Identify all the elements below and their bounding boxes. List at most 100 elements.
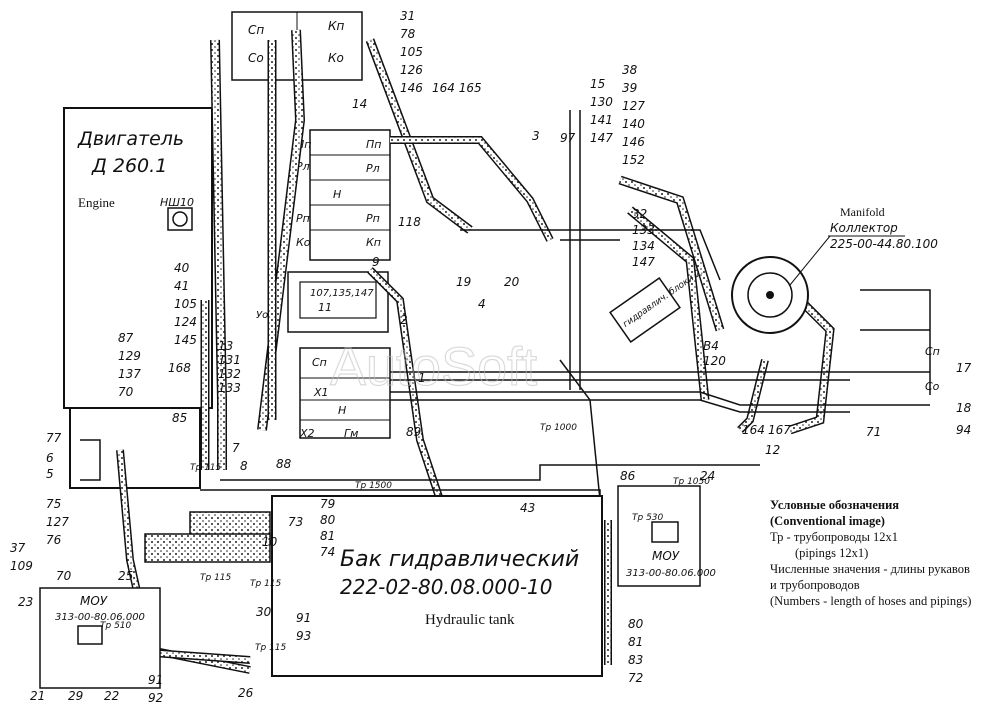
pipe-tp115-c: Тр 115 bbox=[250, 579, 282, 589]
pipe-labels: Тр 1500 Тр 1050 Тр 1000 Тр 530 Тр 115 Тр… bbox=[100, 423, 710, 653]
port-yo: Уо bbox=[256, 310, 268, 321]
callout-73: 73 bbox=[288, 515, 303, 529]
pipe-tp510: Тр 510 bbox=[100, 621, 132, 631]
callout-b4: В4 bbox=[703, 339, 719, 353]
right-outlets: Сп Со bbox=[925, 345, 940, 393]
callout-20: 20 bbox=[504, 275, 520, 289]
callout-132: 132 bbox=[218, 367, 241, 381]
callout-147: 147 bbox=[590, 131, 613, 145]
callout-167: 167 bbox=[768, 423, 791, 437]
callout-168: 168 bbox=[168, 361, 191, 375]
callout-86: 86 bbox=[620, 469, 636, 483]
callout-127b: 127 bbox=[46, 515, 69, 529]
callout-85: 85 bbox=[172, 411, 187, 425]
callouts: 31 78 105 126 146 164 165 14 3 15 130 14… bbox=[10, 9, 972, 705]
callout-134: 134 bbox=[632, 239, 655, 253]
callout-77: 77 bbox=[46, 431, 62, 445]
pipes bbox=[200, 110, 931, 501]
callout-105b: 105 bbox=[174, 297, 197, 311]
legend-line-3: Численные значения - длины рукавов bbox=[770, 562, 970, 576]
callout-145: 145 bbox=[174, 333, 197, 347]
callout-152: 152 bbox=[622, 153, 645, 167]
engine-model: Д 260.1 bbox=[91, 155, 167, 177]
tank-title-en: Hydraulic tank bbox=[425, 612, 515, 628]
callout-127: 127 bbox=[622, 99, 645, 113]
pipe-tp1500: Тр 1500 bbox=[355, 481, 392, 491]
callout-109: 109 bbox=[10, 559, 33, 573]
port-co-top: Со bbox=[248, 51, 264, 65]
callout-79: 79 bbox=[320, 497, 335, 511]
legend-title-en: (Conventional image) bbox=[770, 514, 885, 528]
callout-93: 93 bbox=[296, 629, 311, 643]
callout-164-165: 164 165 bbox=[432, 81, 482, 95]
port-h1: Н bbox=[333, 188, 341, 201]
callout-14: 14 bbox=[352, 97, 367, 111]
manifold-title-en: Manifold bbox=[840, 205, 885, 219]
callout-133: 133 bbox=[632, 223, 655, 237]
port-cp-right: Сп bbox=[925, 345, 940, 358]
callout-11: 11 bbox=[318, 301, 332, 314]
port-ko-top: Ко bbox=[328, 51, 344, 65]
callout-140: 140 bbox=[622, 117, 645, 131]
port-ko: Ко bbox=[296, 236, 311, 249]
top-valve-block: Сп Со Кп Ко bbox=[231, 11, 363, 81]
callout-78: 78 bbox=[400, 27, 416, 41]
manifold-code: 225-00-44.80.100 bbox=[830, 237, 938, 251]
callout-17: 17 bbox=[956, 361, 972, 375]
port-co-right: Со bbox=[925, 380, 940, 393]
pipe-tp530: Тр 530 bbox=[632, 513, 664, 523]
port-x1: Х1 bbox=[313, 386, 329, 399]
callout-141: 141 bbox=[590, 113, 613, 127]
engine-block: Двигатель Д 260.1 Engine НШ10 bbox=[63, 107, 213, 489]
callout-91: 91 bbox=[148, 673, 163, 687]
port-pl-right: Рл bbox=[366, 162, 380, 175]
engine-title-ru: Двигатель bbox=[77, 128, 184, 150]
callout-147b: 147 bbox=[632, 255, 655, 269]
callout-43: 43 bbox=[520, 501, 535, 515]
port-x2: Х2 bbox=[299, 427, 315, 440]
callout-4: 4 bbox=[478, 297, 486, 311]
moy-right: МОУ 313-00-80.06.000 bbox=[617, 485, 716, 587]
callout-70: 70 bbox=[118, 385, 134, 399]
port-kp-top: Кп bbox=[328, 19, 345, 33]
callout-105: 105 bbox=[400, 45, 423, 59]
callout-70b: 70 bbox=[56, 569, 72, 583]
callout-10: 10 bbox=[262, 535, 278, 549]
legend-line-1: Тр - трубопроводы 12х1 bbox=[770, 530, 898, 544]
callout-118: 118 bbox=[398, 215, 421, 229]
callout-2: 2 bbox=[400, 313, 408, 327]
port-kn-right: Кп bbox=[366, 236, 381, 249]
port-cp-mid: Сп bbox=[312, 356, 327, 369]
moy-right-code: 313-00-80.06.000 bbox=[626, 568, 716, 579]
hydraulic-tank: Бак гидравлический 222-02-80.08.000-10 H… bbox=[144, 495, 603, 677]
callout-41: 41 bbox=[174, 279, 189, 293]
callout-107: 107,135,147 bbox=[310, 288, 374, 299]
moy-left-code: 313-00-80.06.000 bbox=[55, 612, 145, 623]
watermark: AutoSoft bbox=[330, 337, 537, 397]
callout-26: 26 bbox=[238, 686, 254, 700]
callout-72: 72 bbox=[628, 671, 643, 685]
callout-6: 6 bbox=[46, 451, 54, 465]
distributor-block: Пп Рл Н Рп Ко Пп Рл Рп Кп 107,135,147 11… bbox=[256, 129, 391, 440]
callout-74: 74 bbox=[320, 545, 335, 559]
hoses bbox=[116, 29, 835, 674]
callout-88: 88 bbox=[276, 457, 292, 471]
callout-164: 164 bbox=[742, 423, 765, 437]
callout-124: 124 bbox=[174, 315, 197, 329]
callout-3: 3 bbox=[532, 129, 540, 143]
callout-19: 19 bbox=[456, 275, 471, 289]
callout-18: 18 bbox=[956, 401, 972, 415]
callout-81: 81 bbox=[320, 529, 335, 543]
callout-37: 37 bbox=[10, 541, 26, 555]
callout-129: 129 bbox=[118, 349, 141, 363]
callout-133b: 133 bbox=[218, 381, 241, 395]
callout-83: 83 bbox=[628, 653, 643, 667]
callout-7: 7 bbox=[232, 441, 240, 455]
callout-76: 76 bbox=[46, 533, 62, 547]
callout-120: 120 bbox=[703, 354, 726, 368]
engine-title-en: Engine bbox=[78, 195, 115, 210]
callout-12: 12 bbox=[765, 443, 780, 457]
legend-line-5: (Numbers - length of hoses and pipings) bbox=[770, 594, 972, 608]
pipe-tp1000: Тр 1000 bbox=[540, 423, 577, 433]
callout-5: 5 bbox=[46, 467, 54, 481]
